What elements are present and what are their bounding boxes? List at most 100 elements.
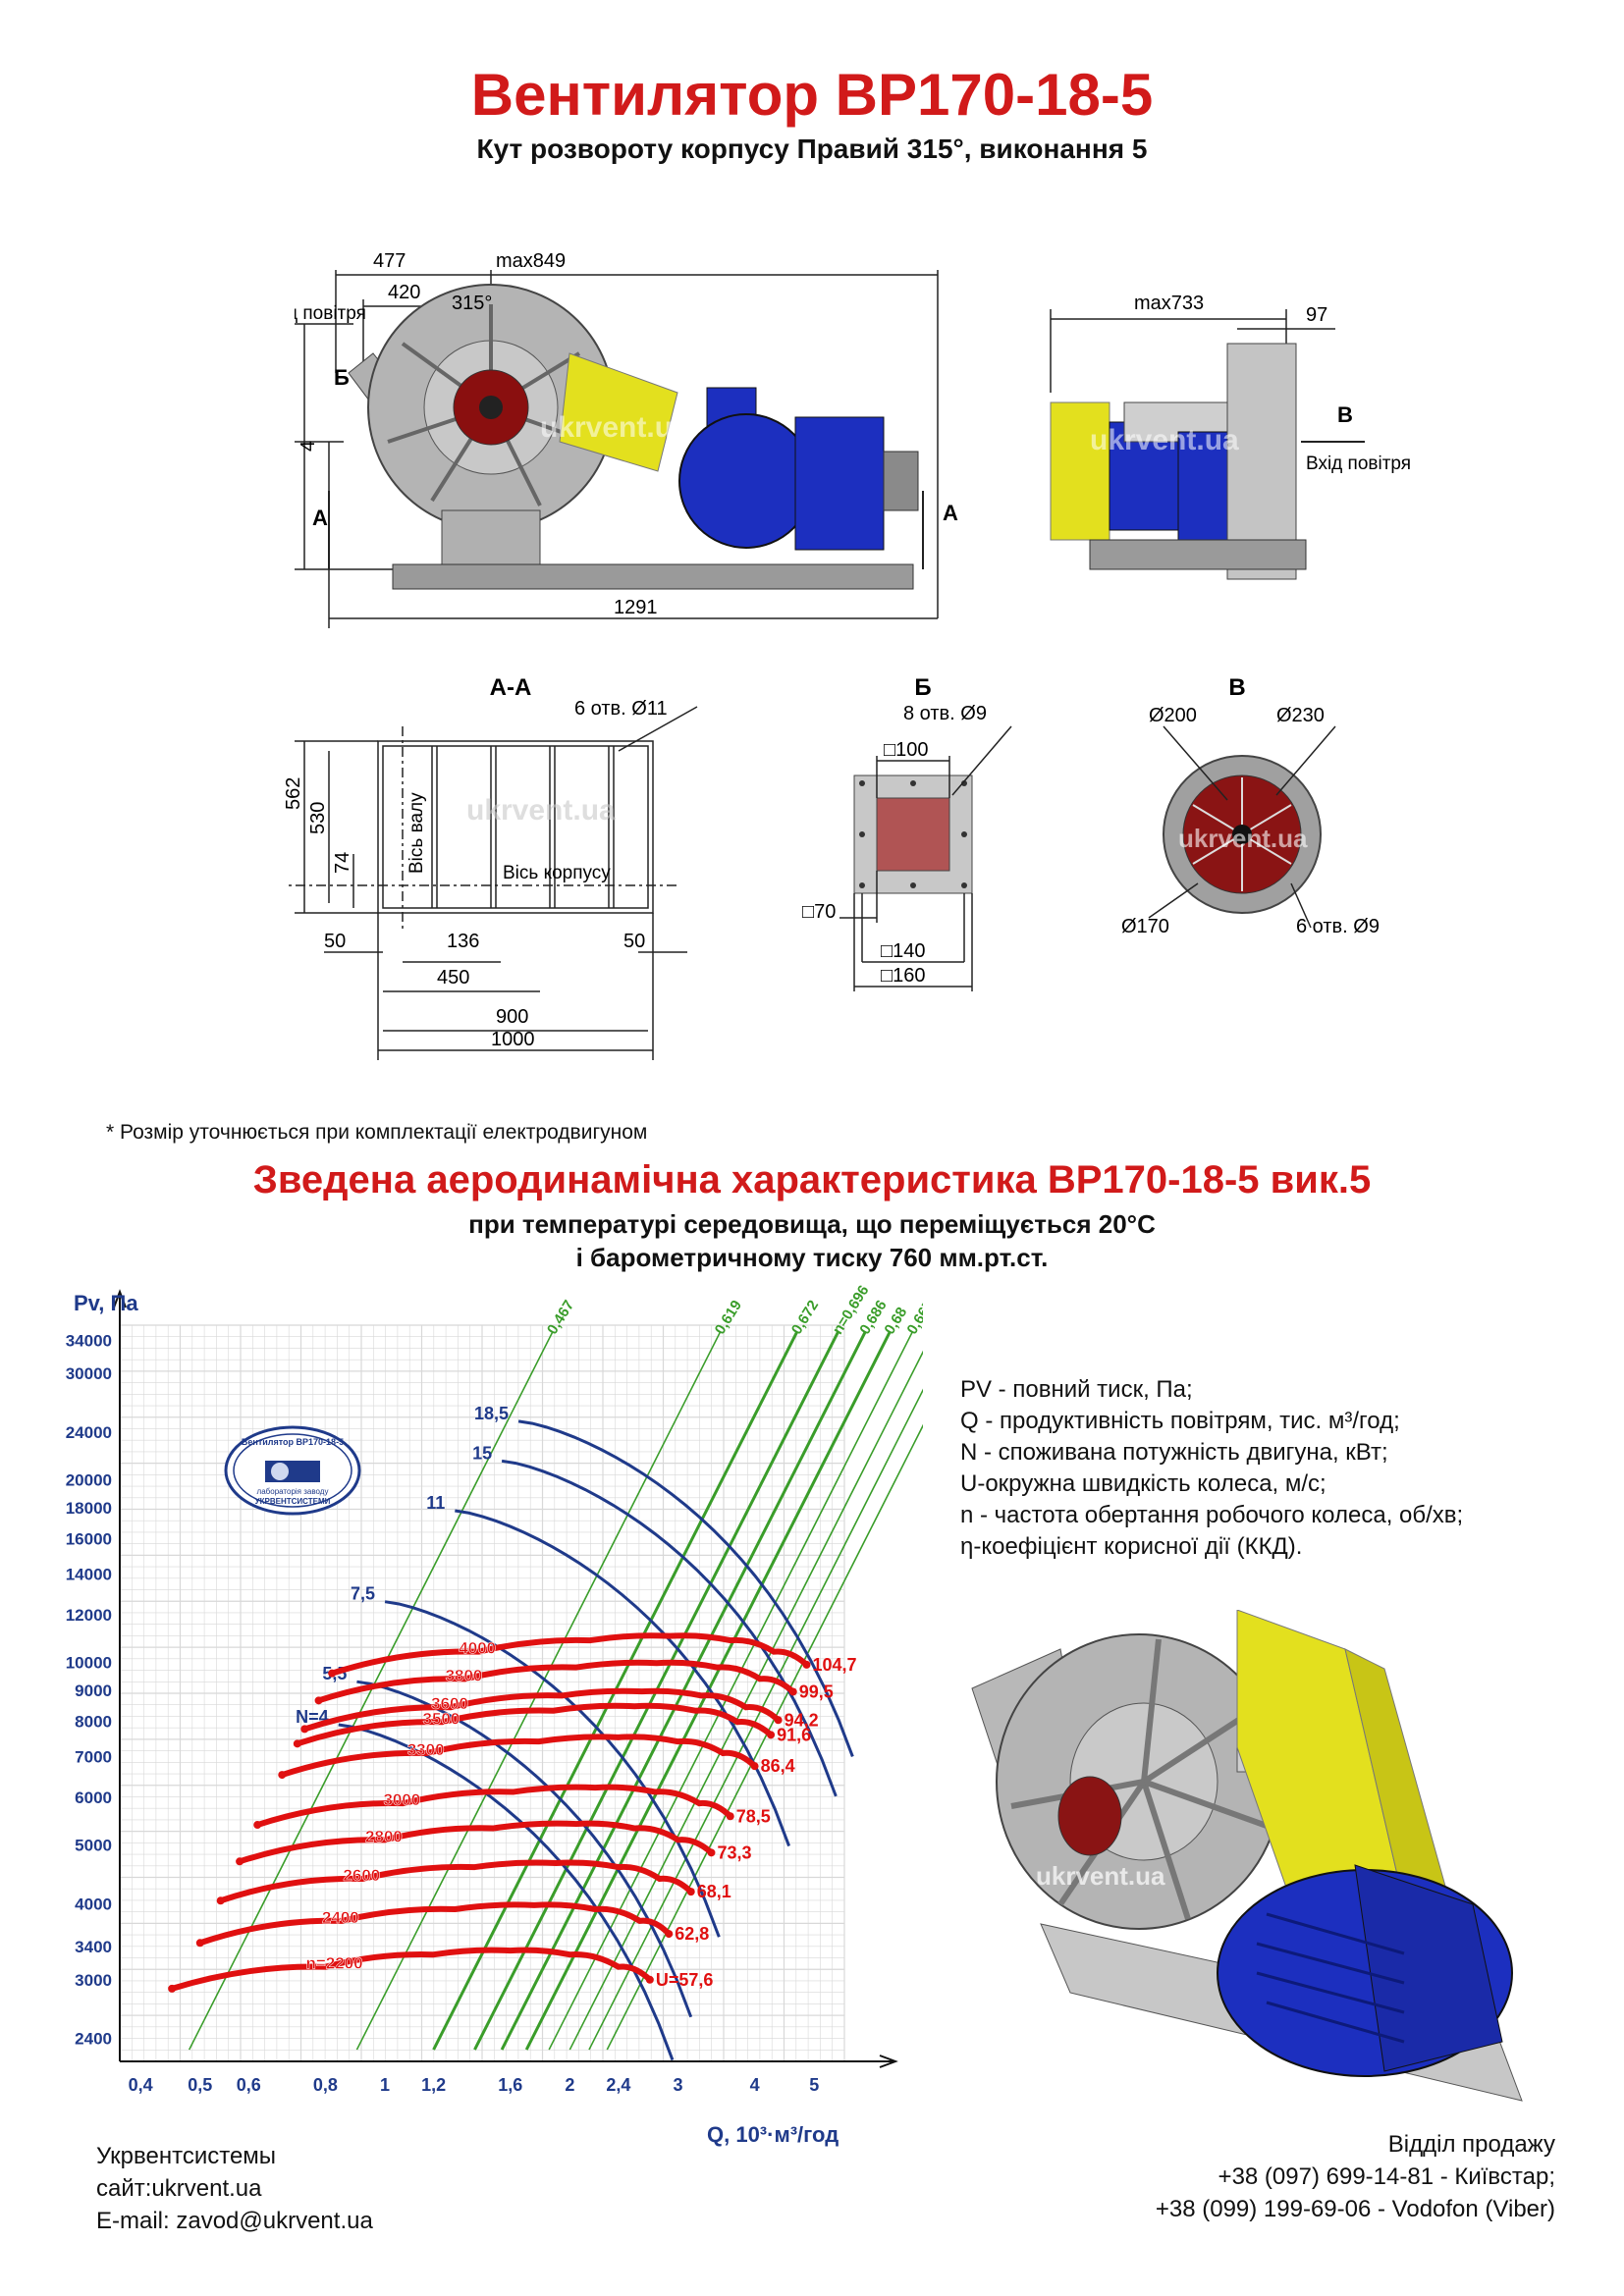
company-email[interactable]: E-mail: zavod@ukrvent.ua [96, 2208, 373, 2234]
legend-line: Q - продуктивність повітрям, тис. м³/год… [960, 1408, 1400, 1434]
y-tick-label: 34000 [66, 1331, 112, 1350]
speed-curve-end-dot [707, 1848, 716, 1857]
efficiency-label: 0,467 [544, 1298, 577, 1338]
dim-477: 477 [373, 250, 406, 272]
watermark: ukrvent.ua [1036, 1861, 1165, 1891]
view-b-marker: Б [334, 365, 350, 390]
footnote: * Розмір уточнюється при комплектації ел… [106, 1121, 648, 1144]
y-axis-label: Pv, Па [74, 1291, 138, 1315]
y-tick-label: 9000 [75, 1682, 112, 1700]
speed-curve-u-label: 62,8 [675, 1924, 709, 1944]
speed-curve-u-label: 99,5 [799, 1682, 834, 1701]
dim-max733: max733 [1134, 293, 1204, 314]
speed-curve-end-dot [767, 1731, 776, 1739]
inlet-label: Вхід повітря [1306, 454, 1411, 474]
speed-curve-n-label: 2800 [365, 1827, 403, 1845]
speed-curve [169, 1947, 653, 1992]
chart-axes: 2400300034004000500060007000800090001000… [66, 1289, 898, 2095]
y-tick-label: 14000 [66, 1565, 112, 1583]
dim-d200: Ø200 [1149, 705, 1197, 726]
section-a-marker-left: А [312, 506, 328, 530]
section-a-marker-right: А [943, 501, 958, 525]
view-v-marker: В [1337, 402, 1353, 427]
efficiency-line [568, 1350, 923, 2051]
legend-line: PV - повний тиск, Па; [960, 1376, 1193, 1403]
speed-curve-u-label: 73,3 [717, 1842, 751, 1862]
body-axis-label: Вісь корпусу [503, 863, 611, 883]
speed-curve-start-dot [236, 1857, 244, 1866]
speed-curve [301, 1687, 782, 1733]
speed-curve [329, 1632, 810, 1677]
y-tick-label: 16000 [66, 1530, 112, 1549]
y-tick-label: 8000 [75, 1713, 112, 1732]
dim-sq70: □70 [802, 901, 836, 923]
speed-curve-u-label: 86,4 [761, 1756, 795, 1776]
y-axis-arrow [113, 1289, 127, 1308]
speed-curve-start-dot [314, 1696, 323, 1705]
y-tick-label: 5000 [75, 1837, 112, 1855]
sales-phone-vodafone[interactable]: +38 (099) 199-69-06 - Vodofon (Viber) [1155, 2196, 1555, 2222]
footer-sales: Відділ продажу +38 (097) 699-14-81 - Киї… [1156, 2128, 1555, 2225]
power-curve [338, 1723, 675, 2061]
view-v-title: В [1228, 674, 1245, 701]
front-view-drawing: 477 max849 420 315° 306 4 433 1291 Вихід… [295, 250, 958, 628]
speed-curve-u-label: 68,1 [697, 1882, 731, 1901]
y-tick-label: 24000 [66, 1423, 112, 1442]
shaft-axis-label: Вісь валу [406, 792, 427, 874]
speed-curve-start-dot [195, 1939, 204, 1948]
power-curve [501, 1459, 838, 1797]
power-curve-label: 15 [472, 1443, 492, 1463]
legend-line: η-коефіцієнт корисної дії (ККД). [960, 1533, 1303, 1560]
speed-curve-start-dot [293, 1739, 301, 1748]
speed-curve-n-label: n=2200 [305, 1954, 362, 1973]
legend-line: N - споживана потужність двигуна, кВт; [960, 1439, 1388, 1466]
speed-curve-u-label: 104,7 [813, 1655, 857, 1675]
dim-4: 4 [298, 441, 319, 452]
dim-900: 900 [496, 1006, 528, 1028]
efficiency-label: 0,672 [788, 1298, 822, 1338]
company-name: Укрвентсистемы [96, 2143, 277, 2169]
power-curve [455, 1509, 791, 1847]
dim-420: 420 [388, 282, 420, 303]
speed-curve-u-label: 78,5 [736, 1806, 771, 1826]
watermark: ukrvent.ua [540, 411, 689, 444]
speed-curve [315, 1659, 796, 1704]
sales-phone-kyivstar[interactable]: +38 (097) 699-14-81 - Київстар; [1218, 2163, 1555, 2190]
x-tick-label: 1,6 [498, 2075, 522, 2095]
speed-curve-start-dot [216, 1896, 225, 1905]
section-aa-drawing: А-А 6 отв. Ø11 562 530 74 50 136 50 450 … [285, 674, 698, 1060]
speed-curve-u-label: 94,2 [785, 1710, 819, 1730]
performance-subtitle-1: при температурі середовища, що переміщує… [468, 1209, 1156, 1239]
speed-curve-end-dot [788, 1687, 797, 1696]
efficiency-line [355, 1331, 722, 2051]
speed-curve-n-label: 3800 [446, 1666, 483, 1684]
dim-50-right: 50 [623, 931, 645, 952]
speed-curve-u-label: U=57,6 [656, 1970, 714, 1990]
logo-bottom-text-2: УКРВЕНТСИСТЕМИ [255, 1497, 331, 1506]
y-tick-label: 4000 [75, 1896, 112, 1914]
logo-bottom-text-1: лабораторія заводу [257, 1487, 329, 1496]
outlet-label: Вихід повітря [295, 303, 366, 324]
power-curve-label: 7,5 [351, 1584, 375, 1604]
power-curve [384, 1600, 721, 1938]
y-tick-label: 10000 [66, 1654, 112, 1673]
speed-curve [279, 1734, 758, 1779]
lab-logo: Вентилятор ВР170-18-5 лабораторія заводу… [224, 1425, 361, 1516]
dim-d230: Ø230 [1276, 705, 1325, 726]
speed-curve-end-dot [665, 1930, 674, 1939]
x-tick-label: 1,2 [421, 2075, 446, 2095]
dim-562: 562 [285, 777, 304, 810]
speed-curve-end-dot [686, 1888, 695, 1896]
speed-curve [217, 1859, 694, 1904]
x-tick-label: 0,5 [188, 2075, 212, 2095]
x-tick-label: 3 [673, 2075, 682, 2095]
x-tick-label: 0,6 [237, 2075, 261, 2095]
company-site[interactable]: сайт:ukrvent.ua [96, 2175, 262, 2202]
view-v-holes: 6 отв. Ø9 [1296, 916, 1380, 937]
efficiency-line [588, 1388, 923, 2051]
dim-d170: Ø170 [1121, 916, 1169, 937]
dim-50-left: 50 [324, 931, 346, 952]
y-tick-label: 30000 [66, 1364, 112, 1383]
speed-curve-n-label: 3600 [431, 1694, 468, 1713]
dim-max849: max849 [496, 250, 566, 272]
